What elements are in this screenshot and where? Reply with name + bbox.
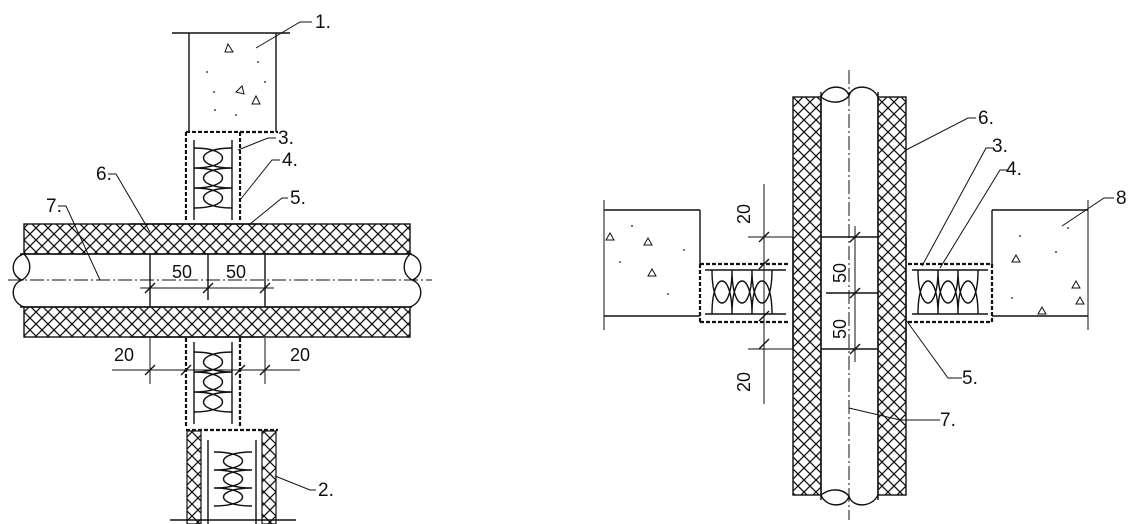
left-leaders [58,21,316,491]
horizontal-pipe [8,223,432,338]
left-dimensions [112,282,300,384]
lower-insulation-column [184,338,242,428]
callout-7: 7. [46,196,62,217]
callout-8: 8 [1116,188,1127,209]
dim-50-upper: 50 [830,263,850,283]
callout-2: 2. [318,480,334,501]
left-insulation-plug [698,262,790,324]
right-dimensions [748,184,861,404]
dim-50-lower: 50 [830,319,850,339]
upper-insulation-column [184,132,242,222]
dim-20-left: 20 [114,345,134,365]
left-detail: 1. 2. 3. 4. 5. 6. 7. 50 50 20 20 [8,12,432,524]
left-concrete-slab [603,200,701,330]
dim-20-top: 20 [734,204,754,224]
callout-6: 6. [978,108,994,129]
dim-20-right: 20 [290,345,310,365]
lower-sandwich-wall [170,428,296,524]
right-detail: 6. 3. 4. 8 5. 7. 20 20 50 50 [603,70,1127,520]
callout-7: 7. [940,410,956,431]
right-leaders [848,117,1114,421]
callout-4: 4. [282,150,298,171]
callout-5: 5. [962,368,978,389]
dim-20-bottom: 20 [734,372,754,392]
callout-1: 1. [315,12,331,33]
callout-6: 6. [96,164,112,185]
callout-3: 3. [278,128,294,149]
right-concrete-slab [991,200,1089,330]
vertical-pipe [792,70,907,520]
upper-concrete-wall [172,32,290,134]
dim-50-left: 50 [172,262,192,282]
callout-3: 3. [992,136,1008,157]
callout-4: 4. [1006,159,1022,180]
dim-50-right: 50 [226,262,246,282]
callout-5: 5. [290,188,306,209]
right-insulation-plug [908,262,994,324]
